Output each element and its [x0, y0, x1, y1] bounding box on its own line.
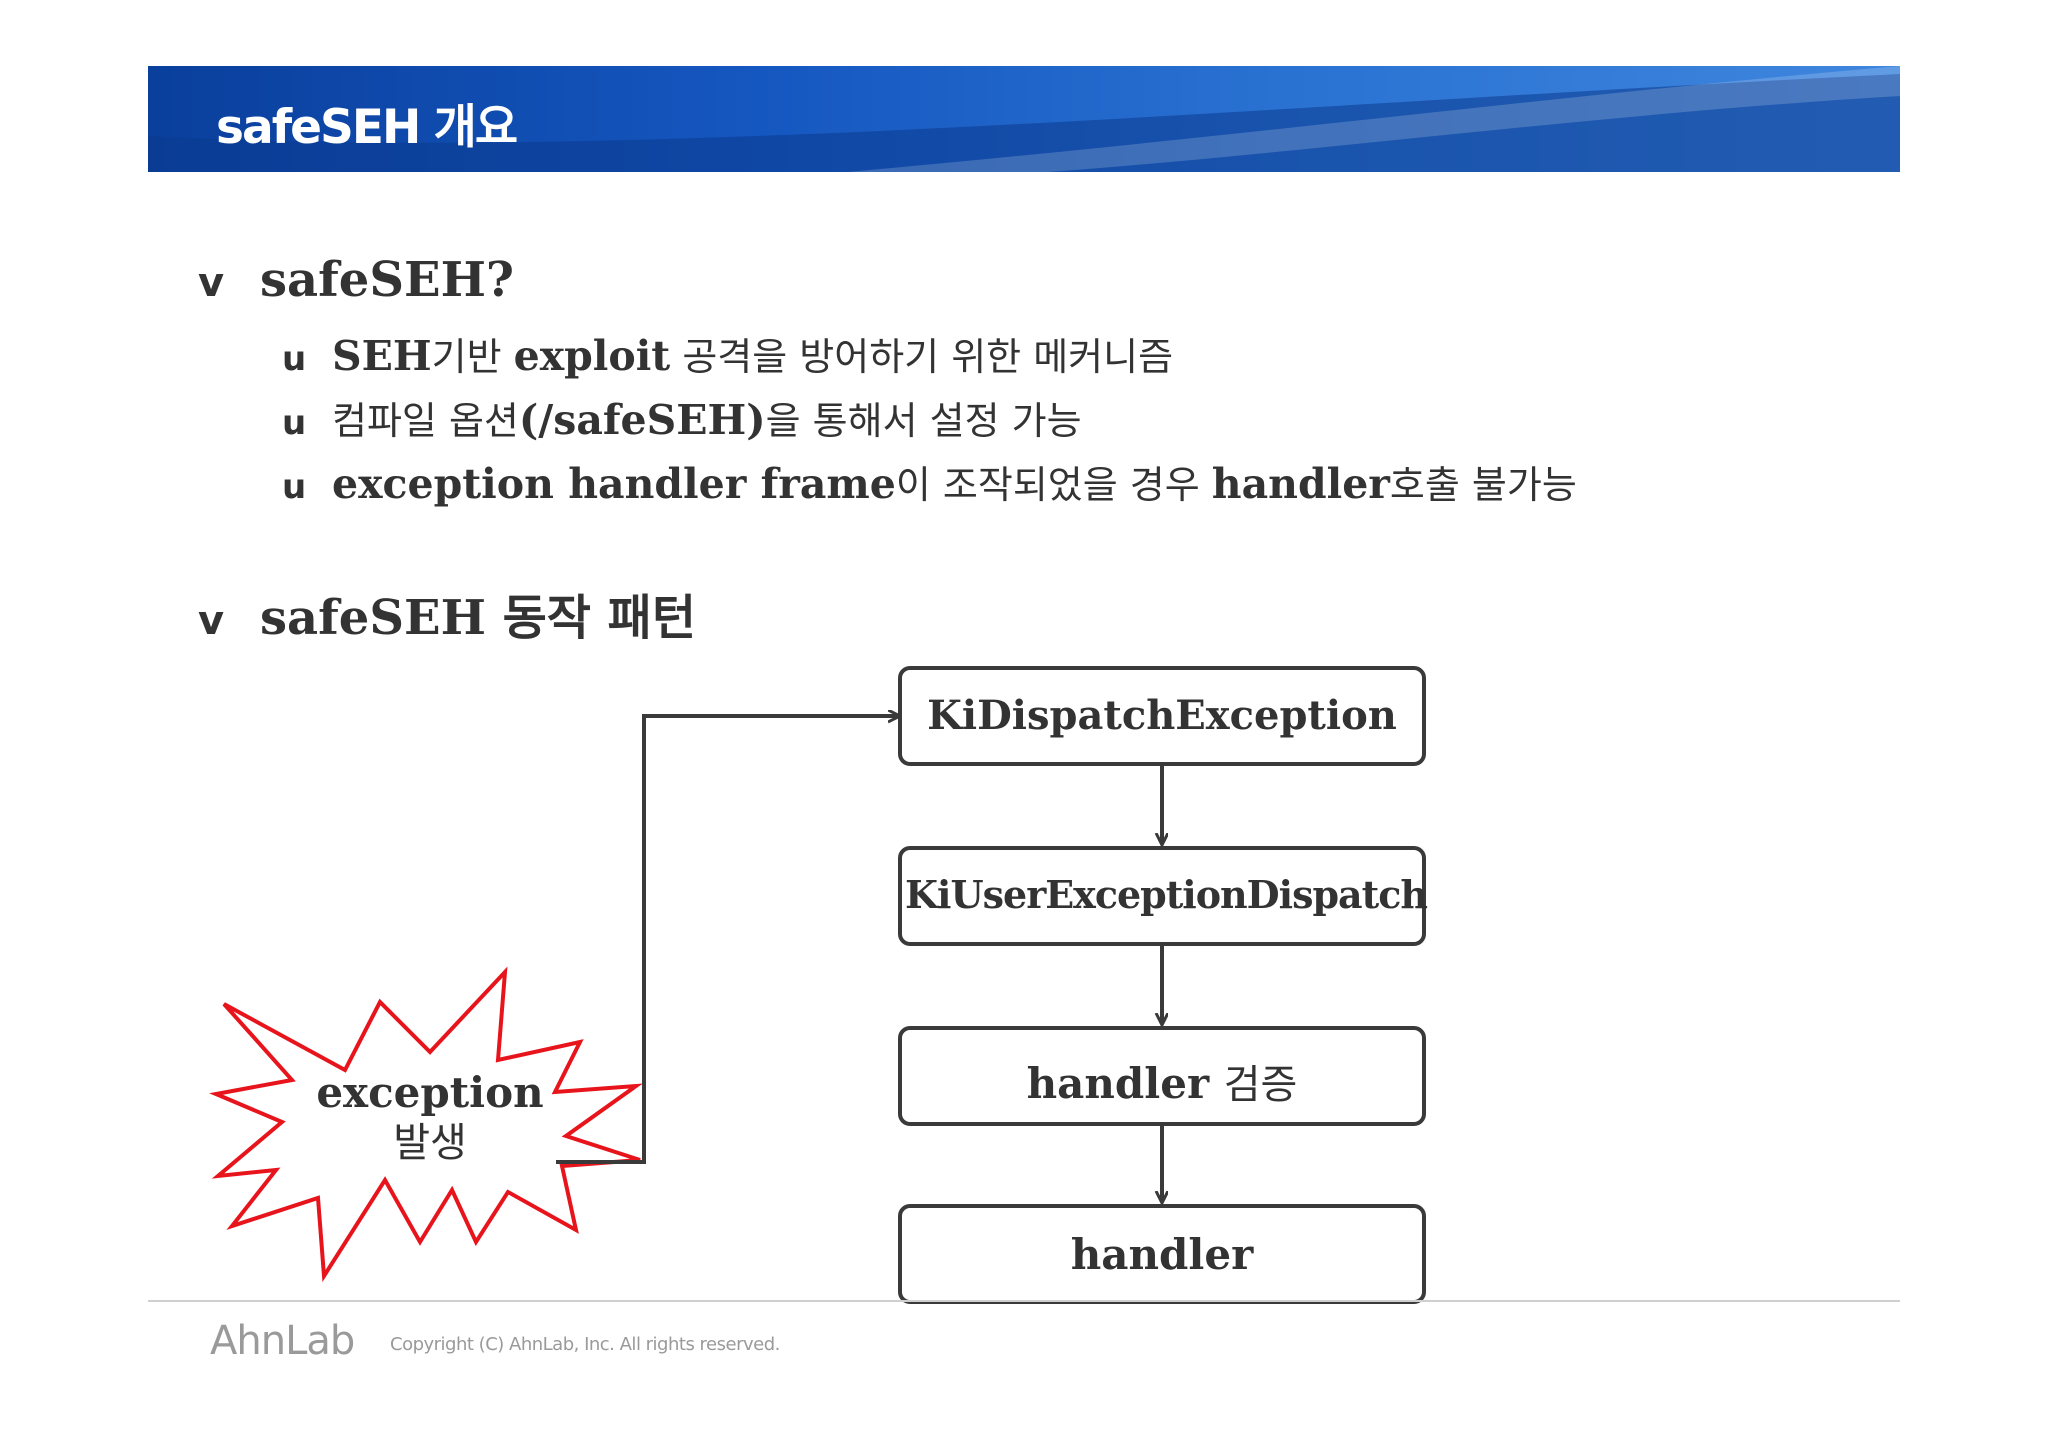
bullet-text: exception handler frame — [332, 460, 896, 508]
box-label-kiuserexceptiondispatch: KiUserExceptionDispatch — [900, 872, 1432, 917]
banner-gloss — [148, 66, 1900, 172]
bullet-text: 공격을 방어하기 위한 메커니즘 — [670, 335, 1174, 379]
u-bullet-icon: u — [282, 403, 307, 443]
bullet-item: u SEH기반 exploit 공격을 방어하기 위한 메커니즘 — [282, 326, 1173, 381]
u-bullet-icon: u — [282, 467, 307, 507]
section-title: safeSEH? — [260, 252, 515, 308]
u-bullet-icon: u — [282, 339, 307, 379]
box-label-kidispatchexception: KiDispatchException — [900, 692, 1424, 739]
footer-divider — [148, 1300, 1900, 1302]
box-label-handler-verify: handler 검증 — [900, 1052, 1424, 1110]
exception-burst-shape — [209, 966, 643, 1283]
box-text: KiUserExceptionDispatch — [905, 872, 1428, 917]
copyright-text: Copyright (C) AhnLab, Inc. All rights re… — [390, 1334, 780, 1355]
section-heading-2: v safeSEH 동작 패턴 — [198, 578, 696, 648]
section-heading-1: v safeSEH? — [198, 252, 514, 308]
box-text: handler — [1070, 1230, 1254, 1279]
section-title-ko: 동작 패턴 — [502, 590, 696, 646]
v-bullet-icon: v — [198, 260, 225, 306]
ahnlab-logo: AhnLab — [210, 1318, 355, 1364]
bullet-text: exploit — [513, 332, 671, 380]
bullet-text: 이 조작되었을 경우 — [895, 463, 1212, 507]
flow-box — [898, 1026, 1426, 1126]
flow-box — [898, 846, 1426, 946]
exception-burst-label: exception 발생 — [300, 1068, 560, 1168]
bullet-text: 컴파일 옵션 — [332, 399, 519, 443]
bullet-text: (/safeSEH) — [518, 396, 766, 444]
bullet-text: 기반 — [431, 335, 514, 379]
box-text: handler — [1026, 1059, 1210, 1108]
flow-box — [898, 666, 1426, 766]
box-label-handler: handler — [900, 1230, 1424, 1279]
page-title: safeSEH 개요 — [216, 100, 518, 155]
bullet-item: u 컴파일 옵션(/safeSEH)을 통해서 설정 가능 — [282, 390, 1082, 445]
burst-text-ko: 발생 — [393, 1120, 467, 1166]
section-title: safeSEH — [260, 590, 486, 646]
bullet-text: 을 통해서 설정 가능 — [765, 399, 1082, 443]
burst-text-en: exception — [316, 1068, 544, 1117]
bullet-text: 호출 불가능 — [1389, 463, 1577, 507]
connector-arrow — [556, 716, 899, 1164]
box-text: KiDispatchException — [927, 692, 1397, 739]
flow-box — [898, 1204, 1426, 1304]
bullet-text: SEH — [332, 332, 432, 380]
title-banner: safeSEH 개요 — [148, 66, 1900, 172]
bullet-item: u exception handler frame이 조작되었을 경우 handl… — [282, 454, 1577, 509]
v-bullet-icon: v — [198, 598, 225, 644]
box-text-ko: 검증 — [1223, 1062, 1298, 1108]
bullet-text: handler — [1211, 460, 1390, 508]
